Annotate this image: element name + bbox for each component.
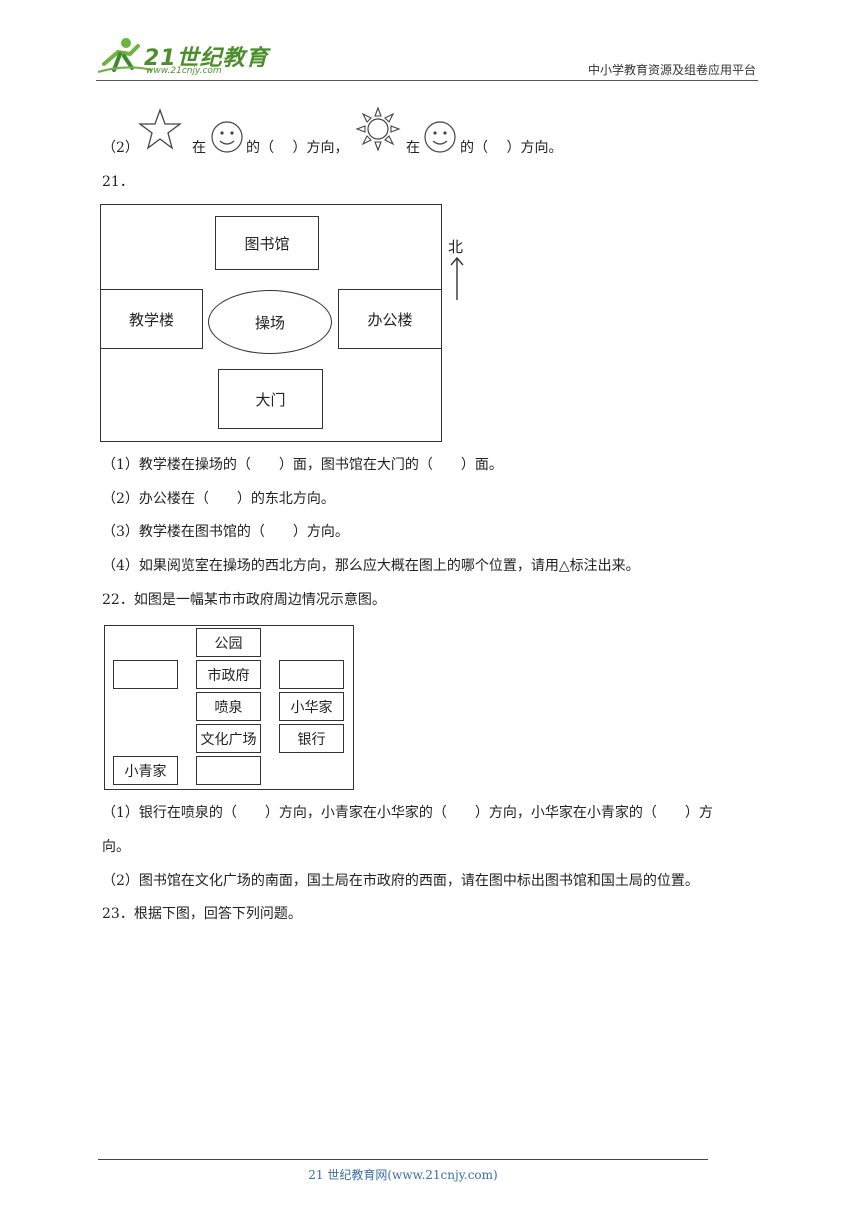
library-box: 图书馆: [215, 216, 319, 270]
q21-question-3: （3）教学楼在图书馆的（ ）方向。: [102, 524, 349, 540]
q20-part2-num: （2）: [102, 140, 139, 156]
q21-question-4: （4）如果阅览室在操场的西北方向，那么应大概在图上的哪个位置，请用△标注出来。: [102, 558, 640, 574]
north-label: 北: [448, 238, 464, 256]
q22-question-2: （2）图书馆在文化广场的南面，国土局在市政府的西面，请在图中标出图书馆和国土局的…: [102, 873, 699, 889]
q23-title: 23．根据下图，回答下列问题。: [102, 906, 302, 922]
q20-text-3: 在: [406, 140, 420, 156]
q22-question-1-line2: 向。: [102, 839, 130, 855]
culture-square-box: 文化广场: [196, 724, 261, 753]
q22-title: 22．如图是一幅某市市政府周边情况示意图。: [102, 592, 386, 608]
q20-text-4: 的（ ）方向。: [460, 140, 563, 156]
bank-box: 银行: [279, 724, 344, 753]
footer-text: 21 世纪教育网(www.21cnjy.com): [308, 1168, 498, 1182]
site-logo: [96, 34, 256, 78]
smiley-face-icon: [423, 120, 457, 158]
north-arrow-icon: [450, 256, 464, 306]
q20-text-2: 的（ ）方向，: [246, 140, 349, 156]
park-box: 公园: [196, 628, 261, 657]
logo-text: 21世纪教育: [144, 46, 269, 71]
office-building-box: 办公楼: [338, 289, 442, 349]
star-icon: [138, 108, 182, 154]
q22-map-frame: [104, 625, 354, 790]
sun-icon: [354, 106, 402, 156]
empty-box-west: [113, 660, 178, 689]
empty-box-south: [196, 756, 261, 785]
header-divider: [96, 80, 758, 81]
q21-number: 21．: [102, 174, 134, 190]
smiley-face-icon: [210, 120, 244, 158]
logo-url: www.21cnjy.com: [146, 66, 222, 76]
xiaohua-home-box: 小华家: [279, 692, 344, 721]
empty-box-east: [279, 660, 344, 689]
q20-text-1: 在: [192, 140, 206, 156]
footer-divider: [98, 1159, 708, 1160]
fountain-box: 喷泉: [196, 692, 261, 721]
playground-oval: 操场: [208, 290, 332, 354]
header-platform-text: 中小学教育资源及组卷应用平台: [587, 63, 756, 77]
xiaoqing-home-box: 小青家: [113, 756, 178, 785]
city-gov-box: 市政府: [196, 660, 261, 689]
runner-logo-icon: [97, 38, 153, 73]
q22-question-1-line1: （1）银行在喷泉的（ ）方向，小青家在小华家的（ ）方向，小华家在小青家的（ ）…: [102, 805, 713, 821]
q21-question-2: （2）办公楼在（ ）的东北方向。: [102, 491, 335, 507]
teaching-building-box: 教学楼: [100, 289, 203, 349]
gate-box: 大门: [218, 369, 323, 429]
q21-question-1: （1）教学楼在操场的（ ）面，图书馆在大门的（ ）面。: [102, 457, 503, 473]
